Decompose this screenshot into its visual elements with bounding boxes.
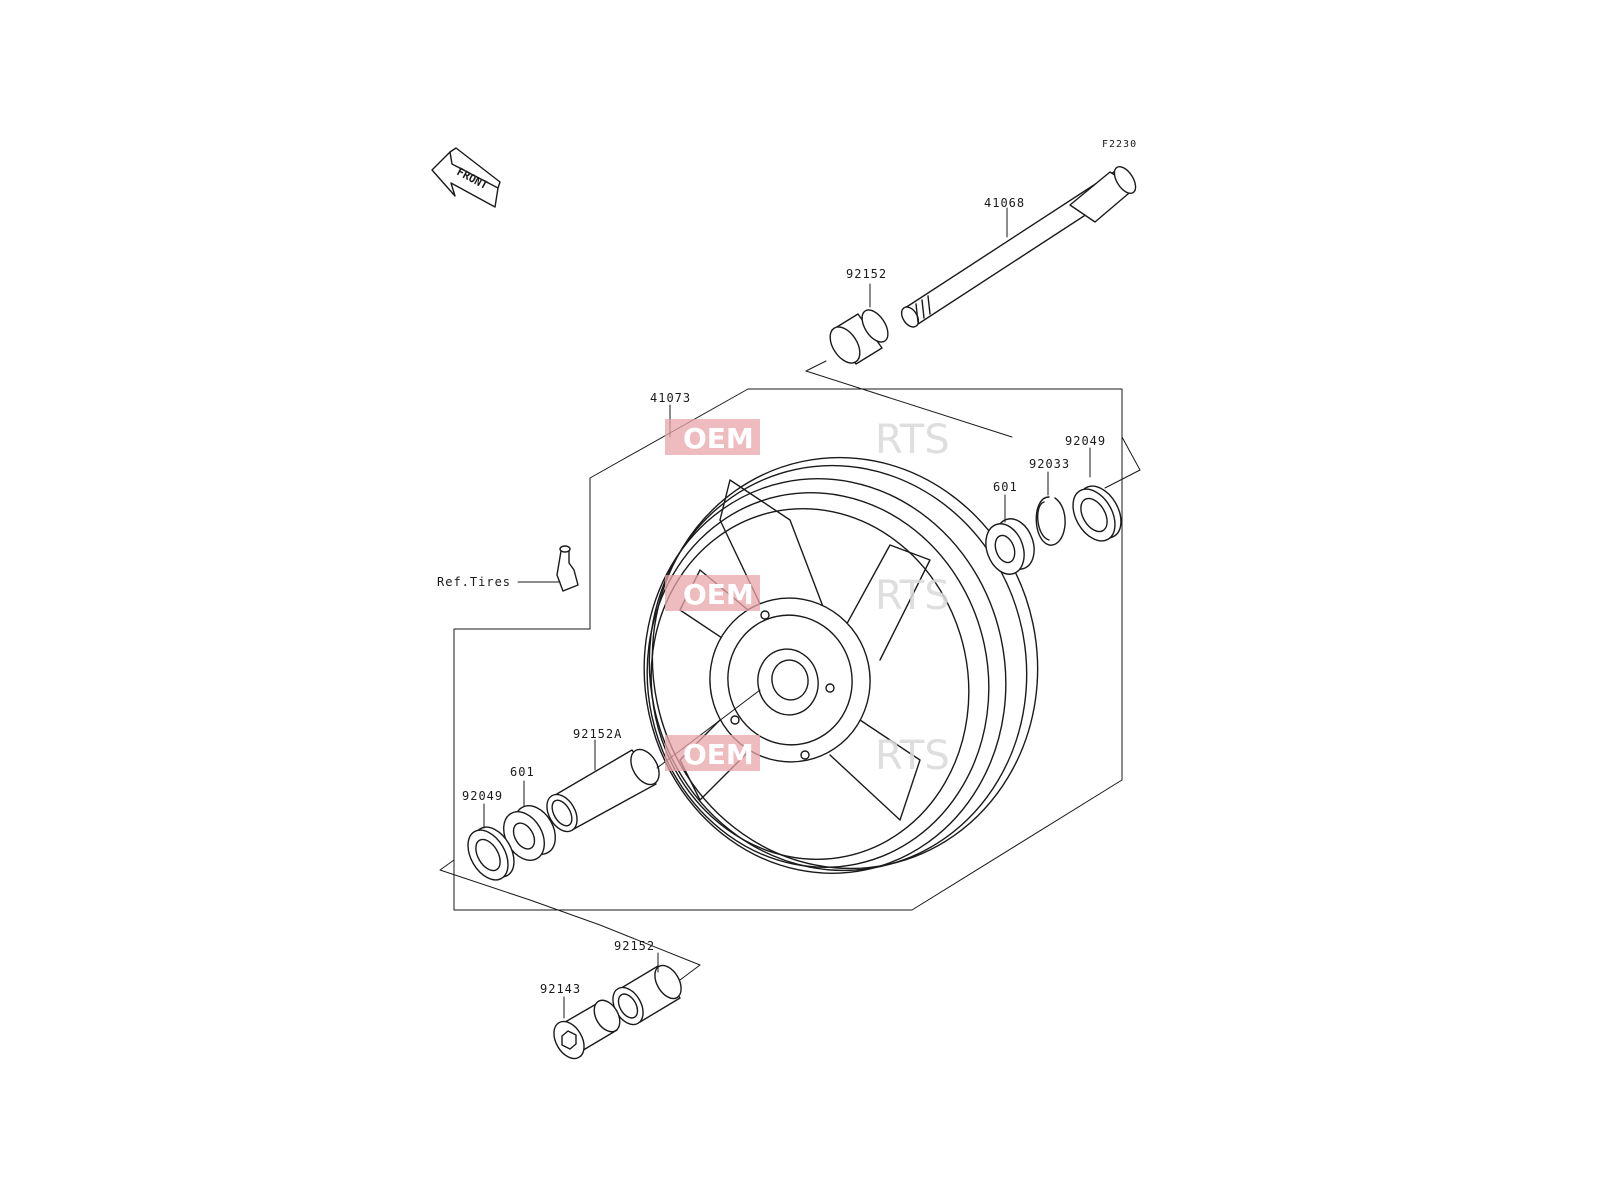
label-601-right: 601	[993, 480, 1018, 494]
front-direction-arrow: FRONT	[431, 147, 501, 208]
watermark-brand-tail: RTS	[875, 573, 950, 619]
figure-code: F2230	[1102, 139, 1137, 150]
watermark-brand-box: OEM	[683, 738, 754, 771]
oil-seal-92049-left[interactable]: 92049	[460, 789, 522, 887]
watermark-middle: OEM RTS	[665, 573, 950, 619]
watermark-brand-tail: RTS	[875, 733, 950, 779]
watermark-brand-tail: RTS	[875, 417, 950, 463]
label-92152-lower: 92152	[614, 939, 655, 953]
tire-valve[interactable]: Ref.Tires	[437, 545, 579, 592]
watermark-brand-box: OEM	[683, 422, 754, 455]
label-41073: 41073	[650, 391, 691, 405]
label-ref-tires: Ref.Tires	[437, 575, 511, 589]
collar-92152-lower[interactable]: 92152	[607, 939, 687, 1030]
label-92033: 92033	[1029, 457, 1070, 471]
label-92049-left: 92049	[462, 789, 503, 803]
bearing-601-left[interactable]: 601	[495, 765, 563, 868]
bolt-92143[interactable]: 92143	[540, 982, 625, 1064]
collar-92152A[interactable]: 92152A	[541, 689, 761, 837]
collar-92152-upper[interactable]: 92152	[824, 267, 893, 368]
label-41068: 41068	[984, 196, 1025, 210]
watermark-brand-box: OEM	[683, 578, 754, 611]
label-92152-upper: 92152	[846, 267, 887, 281]
oil-seal-92049-right[interactable]: 92049	[1064, 434, 1129, 548]
label-92049-right: 92049	[1065, 434, 1106, 448]
watermark-top: OEM RTS	[665, 417, 950, 463]
bearing-601-right[interactable]: 601	[979, 480, 1041, 580]
axle-41068[interactable]: 41068	[898, 163, 1140, 330]
label-601-left: 601	[510, 765, 535, 779]
circlip-92033[interactable]: 92033	[1029, 457, 1070, 546]
label-92152A: 92152A	[573, 727, 622, 741]
assembly-frame	[439, 360, 1141, 981]
label-92143: 92143	[540, 982, 581, 996]
wheel-41073[interactable]: 41073	[608, 391, 1076, 907]
watermark-bottom: OEM RTS	[665, 733, 950, 779]
